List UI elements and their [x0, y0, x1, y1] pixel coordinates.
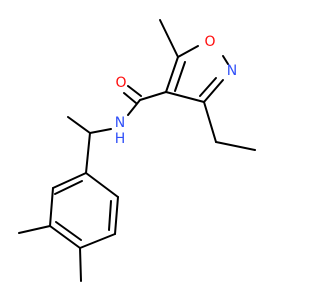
bond-ar-5-double: [108, 200, 112, 231]
bond-n-ch: [89, 128, 112, 134]
bond-ch2-ch3: [215, 141, 256, 151]
bonds: [18, 19, 256, 282]
bond-c5-methyl: [159, 19, 179, 58]
bond-c4-c5-double: [174, 61, 186, 92]
bond-c5-o1: [177, 45, 199, 58]
atom-h-amide: H: [115, 131, 126, 147]
bond-c4-carbonyl: [139, 91, 167, 101]
atom-n-ring: N: [227, 63, 237, 79]
bond-c-o-double-2: [123, 92, 137, 104]
bond-c4-c5: [165, 56, 179, 93]
bond-c3-ch2: [203, 101, 217, 143]
bond-ar-3-double: [55, 221, 82, 241]
molecule-diagram: O N H O N: [18, 19, 256, 282]
bond-ar-4: [79, 233, 116, 249]
bond-ar-3: [49, 225, 81, 249]
structure-canvas: O N H O N: [18, 19, 256, 282]
bond-ar-1-double: [54, 180, 83, 195]
bond-ar-5: [114, 196, 119, 235]
atom-n-amide: N: [115, 115, 125, 131]
bond-ar-2: [49, 187, 54, 227]
bond-n2-c3-double: [199, 77, 217, 97]
atom-o-ring: O: [204, 34, 215, 50]
atom-labels: O N H O N: [115, 34, 238, 147]
bond-ch-aryl: [85, 132, 91, 174]
bond-ar-methyl-4: [79, 247, 82, 282]
bond-ar-methyl-3: [18, 225, 51, 234]
atom-o-carbonyl: O: [115, 75, 126, 91]
bond-ar-1: [52, 172, 87, 189]
bond-c3-c4: [165, 91, 205, 103]
bond-carbonyl-n: [127, 99, 141, 116]
bond-ar-6: [85, 172, 119, 198]
bond-ch-methyl: [67, 116, 91, 134]
bond-c-o-double-1: [127, 85, 142, 97]
bond-n2-c3: [203, 79, 224, 103]
bond-o1-n2: [222, 55, 229, 65]
